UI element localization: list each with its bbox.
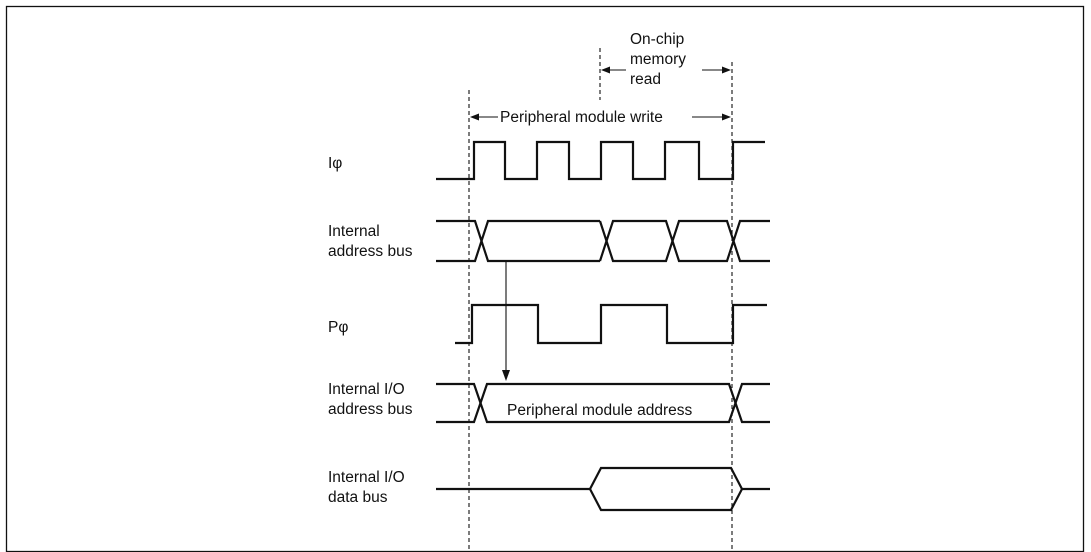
internal-io-data-bus-waveform: [436, 466, 770, 491]
label-pphi: Pφ: [328, 319, 348, 336]
label-internal-io-address-bus-line1: Internal I/O: [328, 381, 405, 398]
label-iphi: Iφ: [328, 155, 342, 172]
internal-address-bus-waveform-bottom: [436, 219, 600, 263]
onchip-memory-read-line3: read: [630, 71, 661, 88]
peripheral-module-address-label: Peripheral module address: [507, 402, 692, 419]
periph-write-arrowhead-right: [722, 113, 731, 121]
onchip-memory-read-line1: On-chip: [630, 31, 684, 48]
internal-address-bus-segment-2: [598, 219, 770, 263]
diagram-border: [5, 5, 1085, 552]
onchip-memory-read-line2: memory: [630, 51, 686, 68]
internal-address-bus-segment-2b: [598, 219, 770, 263]
label-internal-io-address-bus-line2: address bus: [328, 401, 413, 418]
internal-io-data-bus-waveform-lower: [589, 488, 743, 512]
iphi-clock-waveform: [436, 140, 765, 181]
periph-write-arrowhead-left: [470, 113, 479, 121]
address-transfer-arrowhead: [502, 370, 510, 381]
onchip-read-arrowhead-left: [601, 66, 610, 74]
internal-address-bus-waveform-top: [436, 219, 600, 263]
peripheral-module-write-label: Peripheral module write: [500, 109, 663, 126]
label-internal-address-bus-line2: address bus: [328, 243, 413, 260]
label-internal-io-data-bus-line1: Internal I/O: [328, 469, 405, 486]
onchip-read-arrowhead-right: [722, 66, 731, 74]
internal-io-address-bus-waveform-b: [436, 382, 770, 424]
internal-io-address-bus-waveform-a: [436, 382, 770, 424]
label-internal-io-data-bus-line2: data bus: [328, 489, 388, 506]
pphi-clock-waveform: [455, 303, 767, 345]
label-internal-address-bus-line1: Internal: [328, 223, 380, 240]
